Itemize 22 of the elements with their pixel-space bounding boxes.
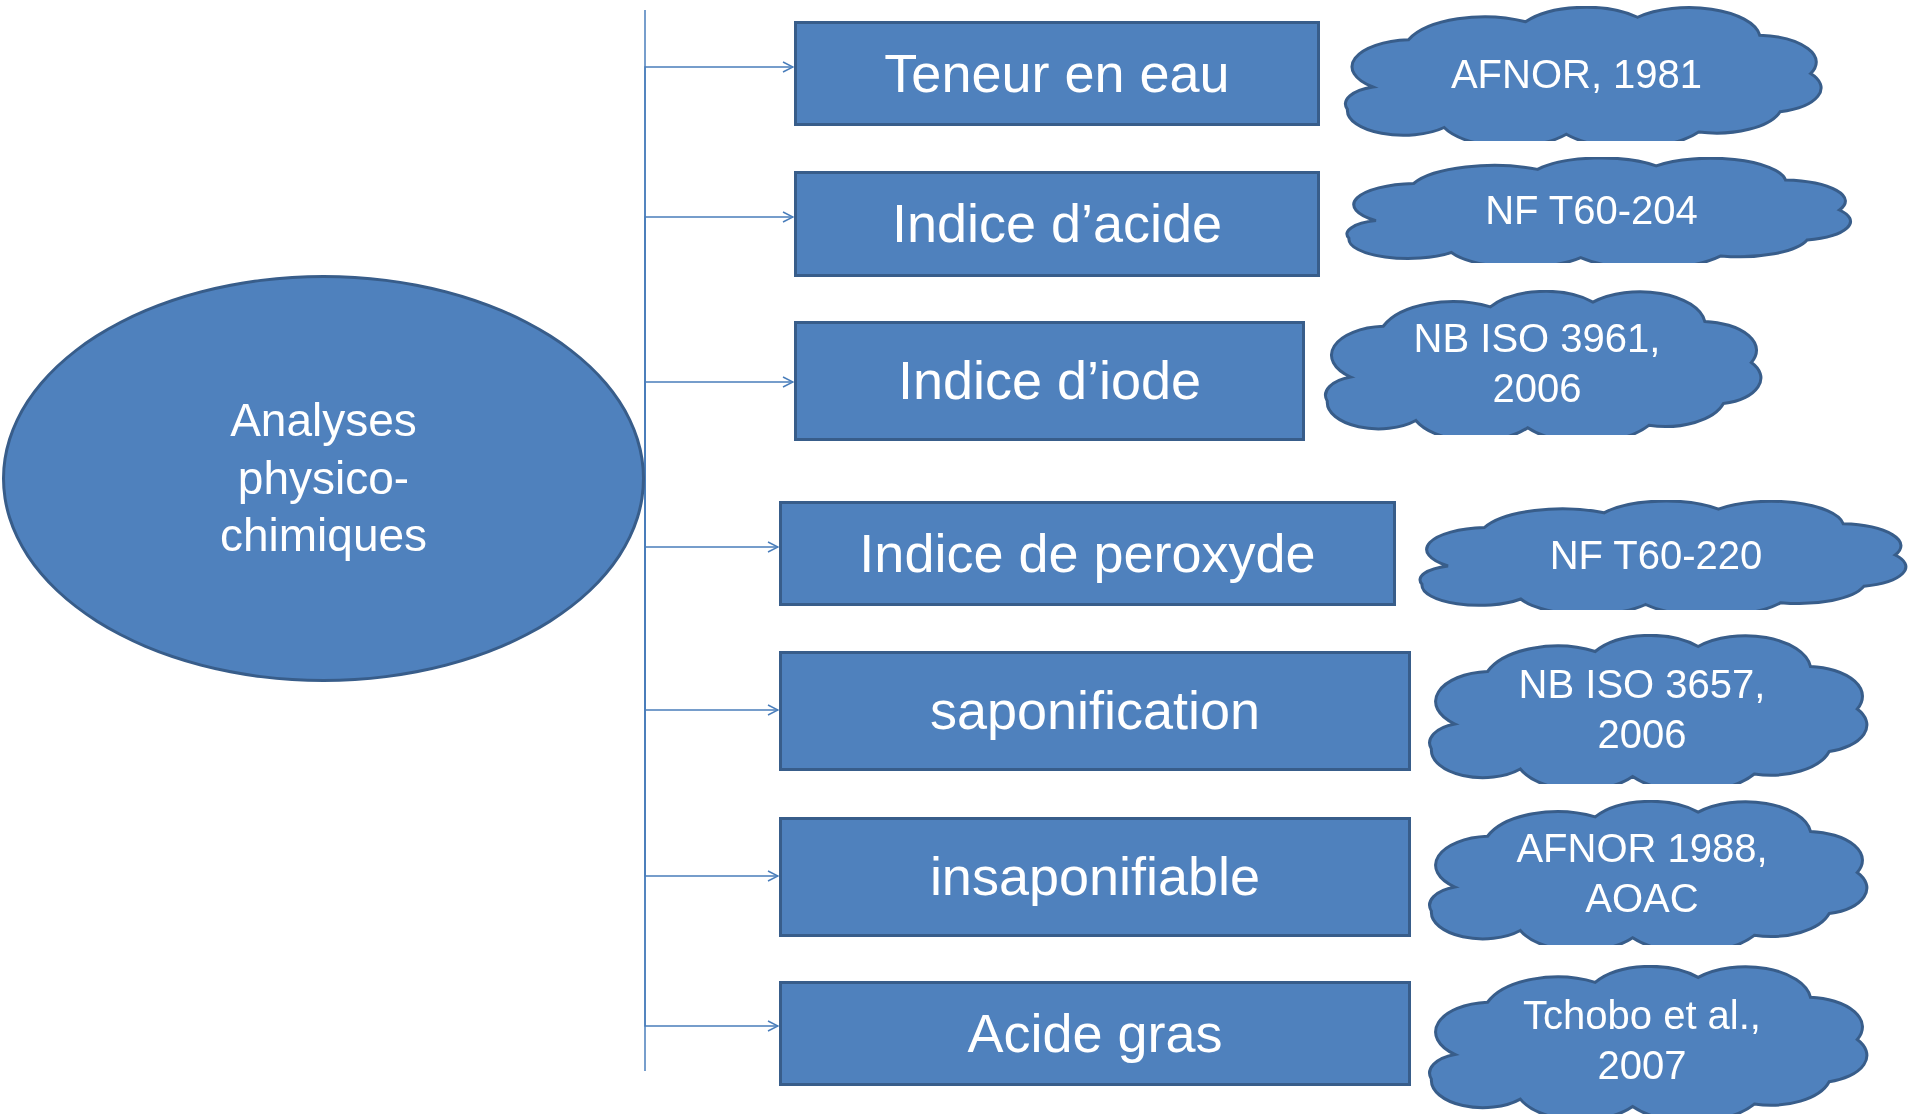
process-box <box>779 501 1396 606</box>
node-label: NB ISO 3657, 2006 <box>1517 661 1767 758</box>
node-label: insaponifiable <box>929 845 1261 909</box>
process-box <box>779 651 1411 771</box>
node-label: NF T60-204 <box>1485 187 1698 234</box>
node-label: Indice d’iode <box>897 349 1202 413</box>
node-label: Acide gras <box>967 1001 1223 1065</box>
node-label: NF T60-220 <box>1549 532 1763 579</box>
node-label: Analyses physico-chimiques <box>218 393 429 564</box>
node-label: AFNOR 1988, AOAC <box>1515 824 1769 922</box>
process-box <box>779 981 1411 1086</box>
process-box <box>794 21 1320 126</box>
node-label: Indice d’acide <box>891 192 1223 256</box>
process-box <box>779 817 1411 937</box>
process-box <box>794 321 1305 441</box>
node-label: AFNOR, 1981 <box>1450 50 1703 98</box>
process-box <box>794 171 1320 277</box>
node-label: saponification <box>929 679 1261 743</box>
node-label: Teneur en eau <box>884 41 1230 105</box>
node-label: NB ISO 3961, 2006 <box>1412 314 1662 412</box>
node-label: Indice de peroxyde <box>859 521 1316 585</box>
node-label: Tchobo et al., 2007 <box>1522 991 1762 1089</box>
